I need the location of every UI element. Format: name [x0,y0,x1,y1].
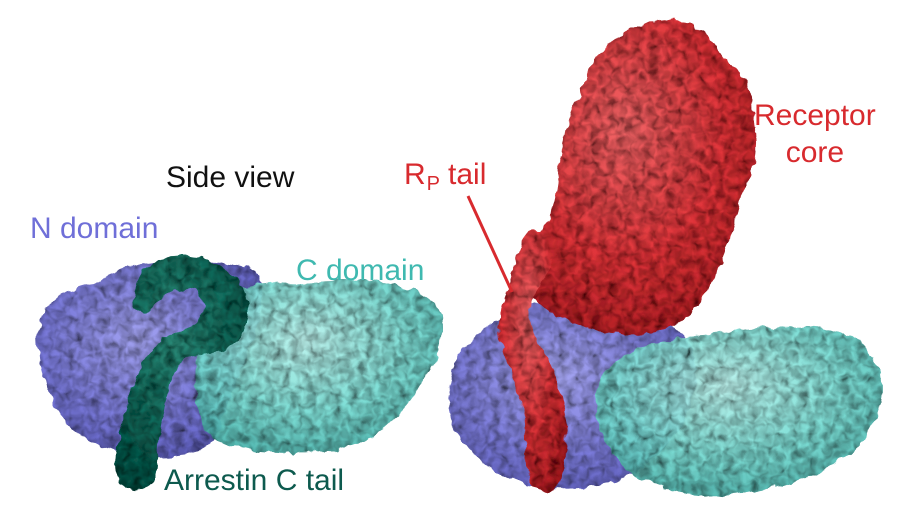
receptor-core-label: Receptor core [754,98,876,171]
rp-tail-leader-line [466,195,514,293]
n-domain-label: N domain [30,212,159,245]
arrestin-c-tail-label: Arrestin C tail [164,464,345,497]
side-view-label: Side view [166,161,295,194]
complex-structure [447,19,882,496]
c-domain-surface [194,279,443,454]
receptor-core-label-line2: core [785,135,845,169]
rp-tail-surface [499,230,567,492]
receptor-core-label-line1: Receptor [754,99,876,132]
rp-tail-label-main: R [404,158,426,191]
rp-tail-label-subscript: P [426,173,441,195]
arrestin-c-tail-surface [115,255,248,490]
receptor-core-surface [516,19,757,335]
complex-c-domain-surface [596,325,882,496]
rp-tail-label-rest: tail [448,158,487,191]
side-view-structure [37,255,443,490]
c-domain-label: C domain [296,254,425,287]
